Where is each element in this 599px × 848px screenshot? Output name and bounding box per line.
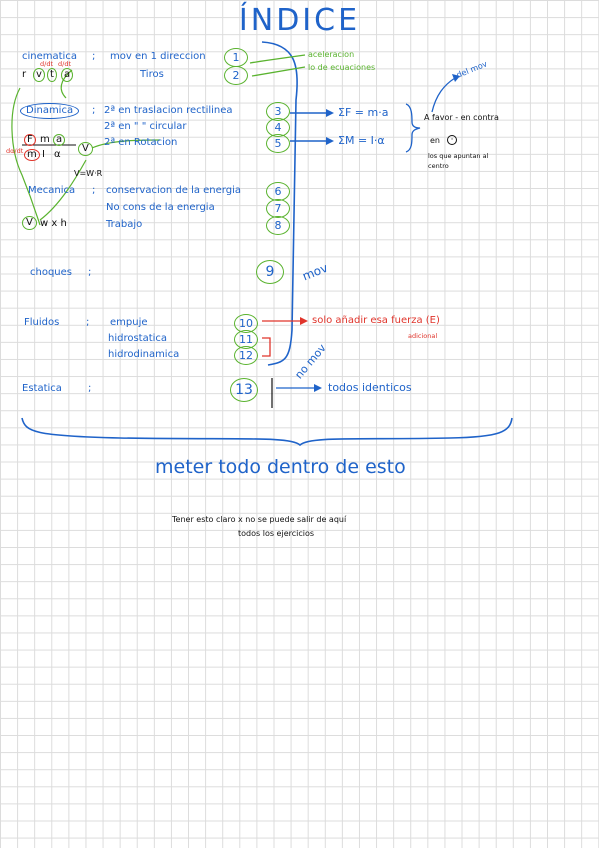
row-text: conservacion de la energia — [106, 185, 241, 196]
topic-mecanica-label: Mecanica — [28, 185, 76, 196]
red-bracket-11-12 — [262, 337, 271, 357]
index-number: 5 — [266, 134, 290, 153]
symbol-v-small: V — [22, 216, 37, 230]
topic-choques-label: choques — [30, 267, 73, 278]
semicolon: ; — [88, 267, 92, 278]
note-aceleracion: aceleracion — [308, 50, 355, 59]
index-number: 2 — [224, 66, 248, 85]
semicolon: ; — [92, 105, 96, 116]
note-ecuaciones: lo de ecuaciones — [308, 63, 376, 72]
symbol-f: F — [24, 134, 36, 146]
index-number: 13 — [230, 378, 258, 402]
arrow-solo-head — [300, 317, 308, 325]
symbol-a2: a — [53, 134, 66, 146]
arrow-identicos-head — [314, 384, 322, 392]
topic-estatica-label: Estatica — [22, 383, 62, 394]
formula-sum-f: ΣF = m·a — [338, 106, 389, 119]
symbol-ddt-2: d/dt — [58, 60, 71, 68]
note-v-formula: V=W·R — [74, 169, 103, 178]
green-link-dinamica — [91, 139, 161, 149]
topic-cinematica-label: cinematica — [22, 51, 77, 62]
note-whv: w x h — [40, 218, 67, 229]
note-afavor: A favor - en contra — [424, 113, 499, 122]
row-text: hidrostatica — [108, 333, 168, 344]
semicolon: ; — [86, 317, 90, 328]
green-line-acel — [249, 54, 306, 64]
semicolon: ; — [88, 383, 92, 394]
page-title: ÍNDICE — [238, 3, 361, 38]
note-centro: los que apuntan al centro — [428, 152, 489, 170]
note-en: en — [430, 136, 440, 145]
arrow-delmov — [431, 77, 456, 113]
symbol-m1: m — [40, 134, 50, 145]
symbol-r: r — [22, 69, 27, 80]
note-solo-anadir: solo añadir esa fuerza (E) — [312, 315, 440, 326]
index-number: 8 — [266, 216, 290, 235]
brace-afavor — [405, 103, 421, 153]
row-text: 2ª en Rotacion — [104, 137, 178, 148]
row-text: empuje — [110, 317, 148, 328]
note-todos-identicos: todos identicos — [328, 381, 412, 394]
arrow-sumf-head — [326, 109, 334, 117]
green-link-bottom — [39, 159, 87, 221]
row-text: Tiros — [140, 69, 164, 80]
note-tener-claro-1: Tener esto claro x no se puede salir de … — [172, 515, 347, 524]
topic-dinamica-label: Dinamica — [20, 103, 80, 119]
symbol-a: a — [61, 68, 74, 82]
formula-sum-m: ΣM = I·α — [338, 134, 385, 147]
center-dot-icon: · — [447, 135, 457, 145]
index-number: 12 — [234, 346, 258, 365]
note-meter-todo: meter todo dentro de esto — [155, 456, 406, 478]
symbol-ddt-1: d/dt — [40, 60, 53, 68]
row-text: mov en 1 direccion — [110, 51, 206, 62]
index-number: 9 — [256, 260, 284, 284]
note-adicional: adicional — [408, 332, 438, 340]
symbol-m2: m — [24, 149, 40, 161]
symbol-dadt: dα/dt — [6, 147, 24, 155]
bottom-brace — [21, 417, 513, 447]
row-text: Trabajo — [106, 219, 143, 230]
symbol-t: t — [47, 68, 57, 82]
symbol-v-big: V — [78, 142, 93, 156]
topic-fluidos-label: Fluidos — [24, 317, 60, 328]
symbol-i: I — [42, 149, 45, 160]
row-text: 2ª en traslacion rectilinea — [104, 105, 233, 116]
row-text: hidrodinamica — [108, 349, 180, 360]
symbol-alpha: α — [54, 149, 61, 160]
semicolon: ; — [92, 51, 96, 62]
semicolon: ; — [92, 185, 96, 196]
row-text: No cons de la energia — [106, 202, 215, 213]
green-loop-left — [11, 87, 41, 226]
right-bracket — [261, 41, 298, 366]
symbol-v: v — [33, 68, 45, 82]
arrow-summ-head — [326, 137, 334, 145]
note-tener-claro-2: todos los ejercicios — [238, 529, 315, 538]
green-line-ecu — [251, 66, 306, 77]
arrow-delmov-head — [452, 74, 460, 82]
index-number: 1 — [224, 48, 248, 67]
row-text: 2ª en " " circular — [104, 121, 187, 132]
